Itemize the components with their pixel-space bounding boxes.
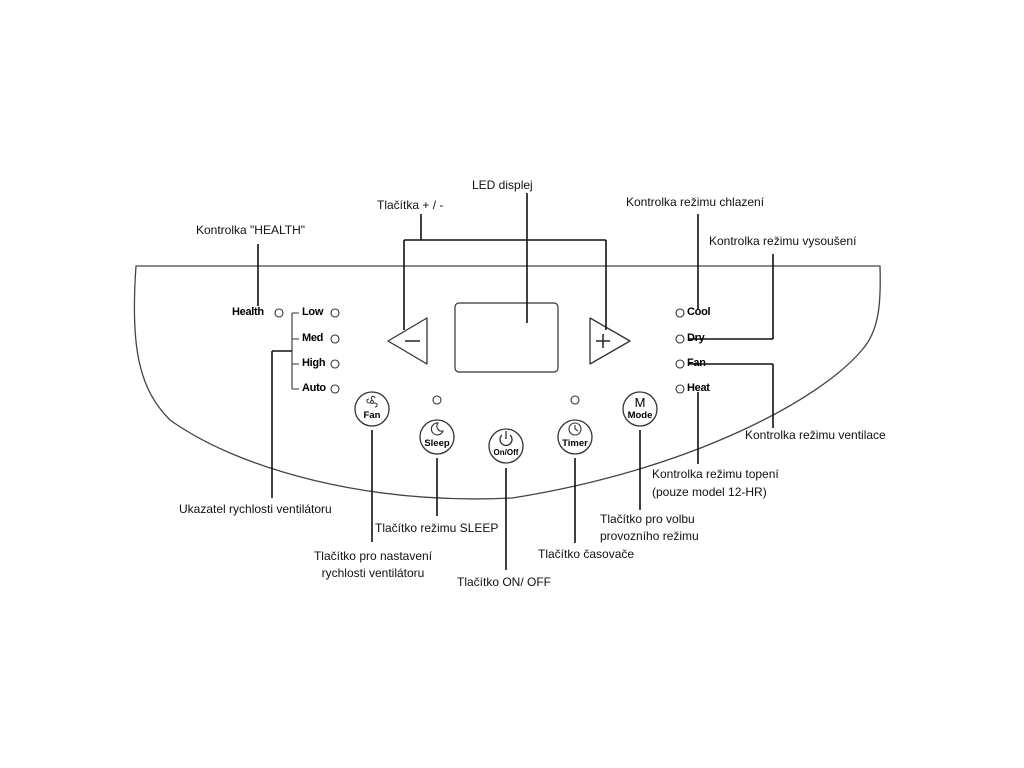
mode-glyph-icon: M	[634, 395, 646, 410]
speed-led-high	[330, 359, 340, 369]
fan-button-shape	[354, 391, 390, 427]
sleep-button-shape	[419, 419, 455, 455]
callout-health-indicator: Kontrolka "HEALTH"	[196, 223, 306, 237]
callout-fan-speed-indicator: Ukazatel rychlosti ventilátoru	[179, 502, 332, 516]
fan-button-label: Fan	[363, 410, 381, 421]
led-display	[454, 302, 559, 373]
speed-led-low	[330, 308, 340, 318]
speed-led-auto	[330, 384, 340, 394]
mode-label-dry: Dry	[687, 332, 705, 344]
timer-button-label: Timer	[562, 438, 588, 449]
moon-icon	[430, 422, 444, 436]
speed-label-auto: Auto	[302, 382, 326, 394]
callout-led-display: LED displej	[472, 178, 533, 192]
callout-fan-mode-indicator: Kontrolka režimu ventilace	[745, 428, 886, 442]
sleep-button-label: Sleep	[424, 438, 450, 449]
mode-label-heat: Heat	[687, 382, 710, 394]
callout-fan-speed-button-line2: rychlosti ventilátoru	[321, 566, 425, 580]
mode-led-fan	[675, 359, 685, 369]
mode-led-dry	[675, 334, 685, 344]
timer-led	[570, 395, 580, 405]
callout-cool-indicator: Kontrolka režimu chlazení	[626, 195, 765, 209]
callout-fan-speed-button-line1: Tlačítko pro nastavení	[313, 549, 433, 563]
onoff-button-label: On/Off	[493, 448, 519, 457]
mode-label-cool: Cool	[687, 306, 711, 318]
fan-icon	[366, 395, 378, 408]
mode-led-heat	[675, 384, 685, 394]
callout-mode-button-line2: provozního režimu	[600, 529, 699, 543]
power-icon	[499, 431, 513, 447]
mode-button-label: Mode	[627, 410, 653, 421]
callout-heat-indicator-line1: Kontrolka režimu topení	[652, 467, 779, 481]
sleep-led	[432, 395, 442, 405]
callout-sleep-button: Tlačítko režimu SLEEP	[375, 521, 499, 535]
callout-timer-button: Tlačítko časovače	[538, 547, 635, 561]
speed-led-med	[330, 334, 340, 344]
health-label: Health	[232, 306, 264, 318]
mode-label-fan: Fan	[687, 357, 706, 369]
callout-heat-indicator-line2: (pouze model 12-HR)	[652, 485, 767, 499]
speed-label-med: Med	[302, 332, 324, 344]
callout-plus-minus-buttons: Tlačítka + / -	[377, 198, 444, 212]
health-led	[274, 308, 284, 318]
mode-led-cool	[675, 308, 685, 318]
callout-mode-button-line1: Tlačítko pro volbu	[600, 512, 695, 526]
speed-label-low: Low	[302, 306, 324, 318]
callout-dry-indicator: Kontrolka režimu vysoušení	[709, 234, 857, 248]
clock-icon	[568, 422, 582, 436]
speed-label-high: High	[302, 357, 326, 369]
panel-outline	[133, 265, 881, 500]
mode-button-shape	[622, 391, 658, 427]
timer-button-shape	[557, 419, 593, 455]
callout-onoff-button: Tlačítko ON/ OFF	[457, 575, 552, 589]
